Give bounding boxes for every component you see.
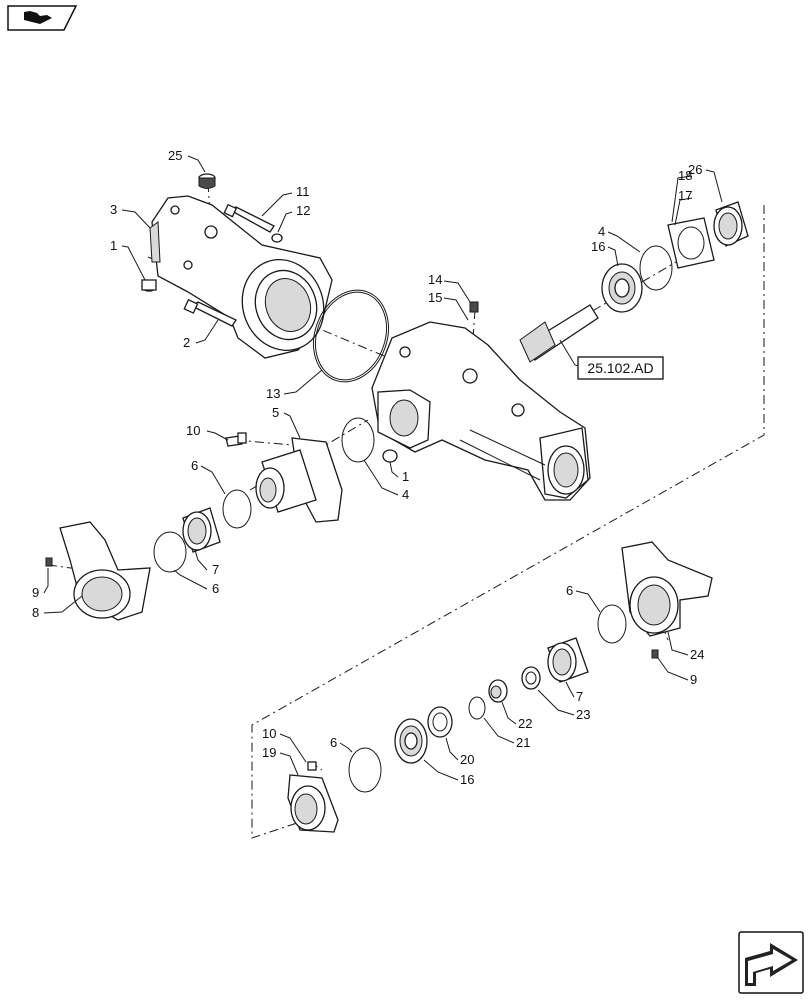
nipple-9-right bbox=[651, 649, 659, 659]
callout-6: 6 bbox=[566, 583, 573, 598]
callout-15: 15 bbox=[428, 290, 442, 305]
bolt-10-top bbox=[225, 432, 247, 447]
callout-3: 3 bbox=[110, 202, 117, 217]
callout-2: 2 bbox=[183, 335, 190, 350]
callout-24: 24 bbox=[690, 647, 704, 662]
reference-box[interactable]: 25.102.AD bbox=[577, 356, 664, 380]
washer-23 bbox=[521, 666, 541, 690]
callout-6: 6 bbox=[330, 735, 337, 750]
callout-7: 7 bbox=[576, 689, 583, 704]
callout-16: 16 bbox=[591, 239, 605, 254]
bearing-16-bottom bbox=[394, 718, 428, 764]
bush-22 bbox=[488, 679, 508, 703]
pinion-shaft bbox=[519, 304, 599, 363]
ring-6-left-a bbox=[222, 489, 252, 529]
callout-25: 25 bbox=[168, 148, 182, 163]
o-ring-13 bbox=[313, 289, 389, 383]
callout-1: 1 bbox=[110, 238, 117, 253]
center-housing-15 bbox=[371, 321, 591, 501]
callout-16: 16 bbox=[460, 772, 474, 787]
callout-12: 12 bbox=[296, 203, 310, 218]
callout-9: 9 bbox=[690, 672, 697, 687]
callout-4: 4 bbox=[598, 224, 605, 239]
callout-14: 14 bbox=[428, 272, 442, 287]
plug-25 bbox=[198, 173, 216, 189]
callout-9: 9 bbox=[32, 585, 39, 600]
seal-20 bbox=[427, 706, 453, 738]
callout-17: 17 bbox=[678, 188, 692, 203]
callout-8: 8 bbox=[32, 605, 39, 620]
callout-10: 10 bbox=[186, 423, 200, 438]
ring-4-mid bbox=[341, 417, 375, 463]
circlip-21 bbox=[468, 696, 486, 720]
reference-label: 25.102.AD bbox=[587, 360, 653, 376]
plug-14 bbox=[469, 301, 479, 313]
callout-22: 22 bbox=[518, 716, 532, 731]
callout-26: 26 bbox=[688, 162, 702, 177]
flange-tube-5 bbox=[255, 437, 343, 523]
callout-18: 18 bbox=[678, 168, 692, 183]
ring-6-right bbox=[597, 604, 627, 644]
ring-4-top bbox=[639, 245, 673, 291]
bushing-7-right bbox=[547, 637, 589, 683]
callout-21: 21 bbox=[516, 735, 530, 750]
callout-7: 7 bbox=[212, 562, 219, 577]
knuckle-8 bbox=[59, 521, 151, 621]
callout-6: 6 bbox=[212, 581, 219, 596]
callout-6: 6 bbox=[191, 458, 198, 473]
bolt-11 bbox=[223, 203, 275, 233]
callout-5: 5 bbox=[272, 405, 279, 420]
callout-labels: 25 11 12 3 1 2 13 14 15 18 17 26 4 16 5 … bbox=[32, 148, 704, 787]
bushing-7-left bbox=[182, 507, 221, 553]
callout-11: 11 bbox=[296, 184, 310, 199]
leader-lines bbox=[43, 155, 723, 781]
callout-10: 10 bbox=[262, 726, 276, 741]
knuckle-24 bbox=[621, 541, 713, 637]
plug-1-mid bbox=[382, 449, 398, 463]
book-icon[interactable] bbox=[7, 5, 78, 31]
bushing-26 bbox=[713, 201, 749, 247]
next-page-arrow-icon[interactable] bbox=[738, 931, 804, 994]
ring-6-bottom bbox=[348, 747, 382, 793]
callout-20: 20 bbox=[460, 752, 474, 767]
bolt-2 bbox=[183, 298, 237, 327]
washer-12 bbox=[271, 233, 283, 243]
callout-23: 23 bbox=[576, 707, 590, 722]
plug-1-top bbox=[141, 279, 157, 292]
callout-4: 4 bbox=[402, 487, 409, 502]
axle-housing-left bbox=[149, 195, 333, 359]
plate-17-18 bbox=[667, 217, 715, 269]
bolt-10-bottom bbox=[307, 761, 317, 771]
callout-1: 1 bbox=[402, 469, 409, 484]
bearing-16-top bbox=[601, 263, 643, 313]
callout-13: 13 bbox=[266, 386, 280, 401]
flange-19 bbox=[287, 774, 339, 833]
nipple-9-left bbox=[45, 557, 53, 567]
callout-19: 19 bbox=[262, 745, 276, 760]
ring-6-left-b bbox=[153, 531, 187, 573]
